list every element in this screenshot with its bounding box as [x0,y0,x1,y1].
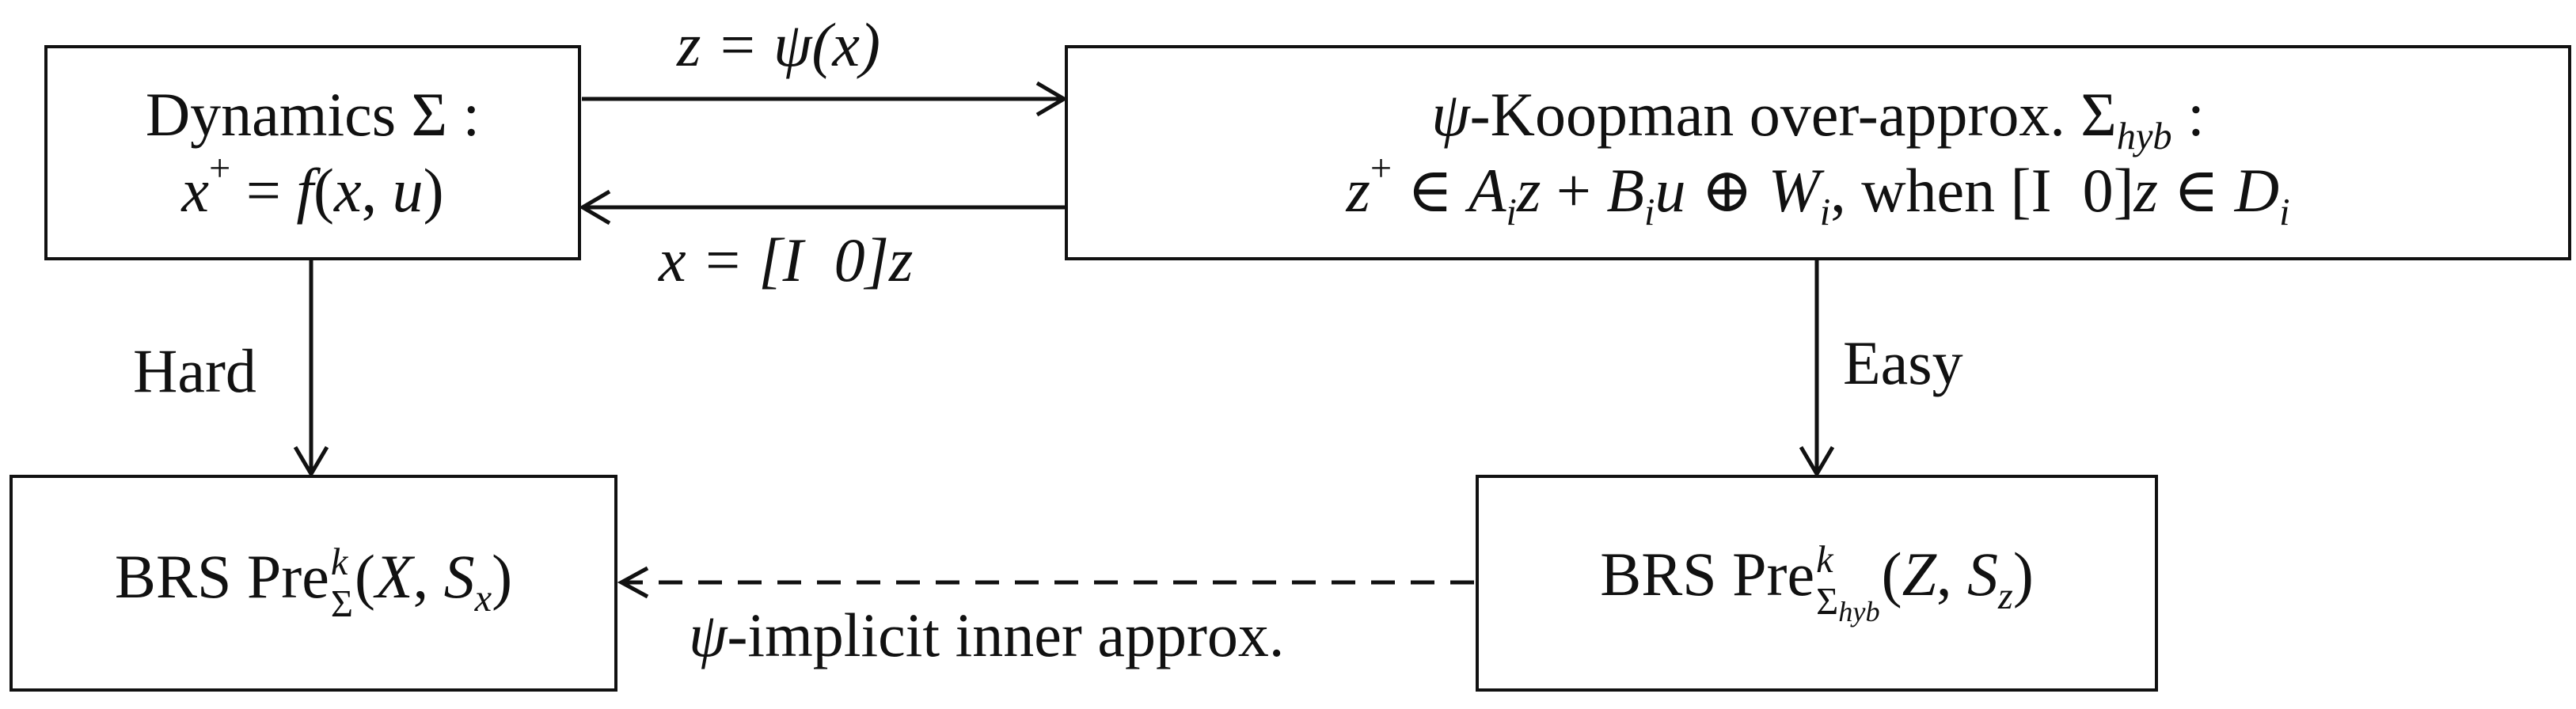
brs-left-S-sub: x [474,578,492,620]
koopman-psi: ψ [1431,80,1470,150]
eq-f: f [296,156,313,225]
k-when: , when [1830,156,2011,225]
k-oplus: ⊕ [1685,156,1769,225]
brs-right-sub: Σhyb [1816,580,1880,627]
k-D: D [2234,156,2280,225]
brs-right-sup-k: k [1816,539,1833,582]
hard-arrow [293,260,329,478]
k-projection: [I 0] [2010,156,2134,225]
brs-left-comma: , [412,542,444,612]
inner-text: -implicit inner approx. [727,601,1285,669]
k-in2: ∈ [2157,156,2235,225]
koopman-equation: z+ ∈ Aiz + Biu ⊕ Wi, when [I 0]z ∈ Di [1346,150,2290,232]
brs-right-sub-hyb: hyb [1838,595,1880,627]
brs-right-S-sub: z [1998,575,2013,618]
eq-u: u [392,156,424,225]
brs-right-open: ( [1881,540,1902,609]
k-u: u [1655,156,1686,225]
dynamics-equation: x+ = f(x, u) [181,150,444,225]
brs-left-close: ) [492,542,513,612]
inner-approx-arrow [617,566,1474,599]
brs-right-Z: Z [1902,540,1936,609]
easy-arrow [1799,260,1835,478]
brs-left-S: S [443,542,475,612]
dynamics-title: Dynamics Σ : [146,81,480,149]
hard-label: Hard [133,336,256,405]
eq-x-arg: x [333,156,362,225]
dynamics-title-text: Dynamics Σ : [145,80,481,150]
k-D-sub: i [2279,191,2290,233]
brs-left-sup-k: k [330,541,348,584]
k-B: B [1606,156,1644,225]
inner-psi: ψ [689,601,728,669]
brs-right-sub-sigma: Σ [1816,580,1839,623]
brs-left-X: X [374,542,413,612]
koopman-sigma-sub: hyb [2116,116,2172,158]
k-z: z [1346,156,1370,225]
eq-open-paren: ( [313,156,334,225]
k-z2: z [1516,156,1541,225]
brs-right-close: ) [2012,540,2034,609]
k-A-sub: i [1506,191,1517,233]
brs-left-open: ( [354,542,375,612]
brs-left-sub-sigma: Σ [330,582,353,625]
brs-right-comma: , [1936,540,1967,609]
inner-approx-label: ψ-implicit inner approx. [689,605,1284,666]
eq-equals: = [230,156,297,225]
eq-comma: , [361,156,393,225]
k-A: A [1468,156,1506,225]
dynamics-box: Dynamics Σ : x+ = f(x, u) [44,45,581,260]
project-label: x = [I 0]z [659,226,914,294]
brs-left-prefix: BRS Pre [114,542,329,612]
easy-label: Easy [1843,328,1963,397]
k-in: ∈ [1392,156,1468,225]
k-z3: z [2133,156,2158,225]
lift-label: z = ψ(x) [677,10,881,79]
brs-right-prefix: BRS Pre [1600,540,1815,609]
k-B-sub: i [1644,191,1655,233]
project-arrow [579,189,1065,226]
eq-plus-sup: + [209,147,231,190]
brs-right-S: S [1967,540,1998,609]
eq-x: x [181,156,210,225]
koopman-sigma: Σ [2080,80,2117,150]
k-z-sup: + [1370,147,1392,190]
lift-arrow [582,81,1068,117]
eq-close-paren: ) [423,156,444,225]
koopman-title-text: -Koopman over-approx. [1469,80,2081,150]
k-W-sub: i [1819,191,1831,233]
k-W: W [1768,156,1820,225]
koopman-box: ψ-Koopman over-approx. Σhyb : z+ ∈ Aiz +… [1065,45,2571,260]
koopman-title: ψ-Koopman over-approx. Σhyb : [1431,80,2205,156]
koopman-colon: : [2171,80,2205,150]
k-plus: + [1541,156,1607,225]
